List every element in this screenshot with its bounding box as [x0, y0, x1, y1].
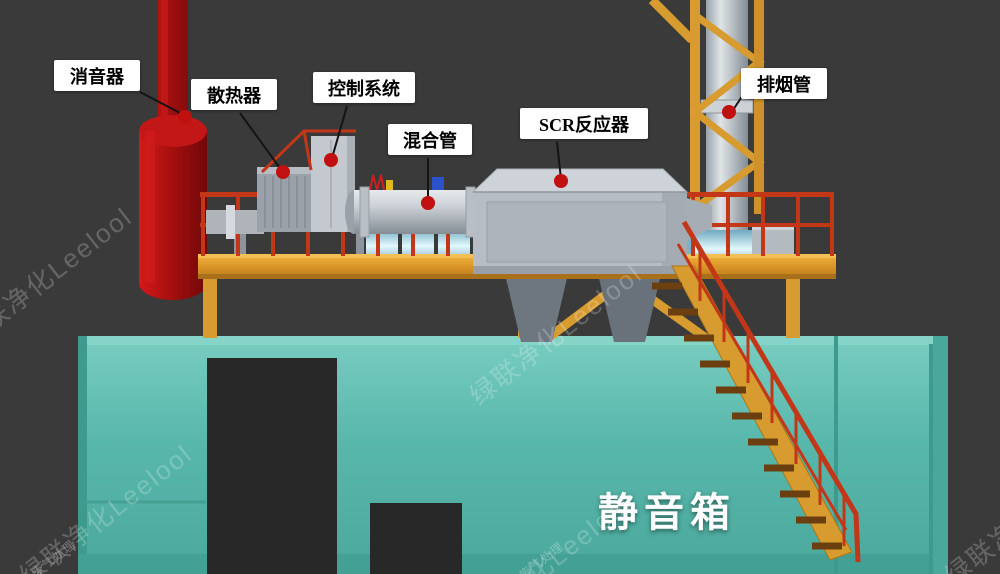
- marker-dot-exhaust: [722, 105, 736, 119]
- staircase: [652, 220, 861, 563]
- label-radiator: 散热器: [191, 79, 277, 110]
- marker-dot-scr: [554, 174, 568, 188]
- label-silencer: 消音器: [54, 60, 140, 91]
- quiet-box-title: 静音箱: [598, 490, 736, 535]
- scr-reactor: [471, 168, 689, 274]
- reactor-outlet-cone: [687, 198, 712, 240]
- mixing-tube: [345, 174, 484, 238]
- enclosure-opening-left: [207, 358, 337, 574]
- label-mixing-pipe: 混合管: [388, 124, 472, 155]
- marker-dots: [178, 105, 736, 210]
- enclosure-opening-center: [370, 503, 462, 574]
- marker-dot-silencer: [178, 110, 192, 124]
- stack-support-tower: [648, 0, 765, 214]
- lifting-frame: [260, 129, 356, 174]
- label-exhaust-pipe: 排烟管: [741, 68, 827, 99]
- quiet-box-enclosure: [78, 336, 948, 574]
- marker-dot-control: [324, 153, 338, 167]
- silencer-tank: [139, 0, 207, 300]
- label-control-system: 控制系统: [313, 72, 415, 103]
- marker-dot-mixing: [421, 196, 435, 210]
- marker-dot-radiator: [276, 165, 290, 179]
- tank-connection-pipe: [206, 205, 264, 239]
- reactor-hoppers: [505, 274, 661, 342]
- label-scr-reactor: SCR反应器: [520, 108, 648, 139]
